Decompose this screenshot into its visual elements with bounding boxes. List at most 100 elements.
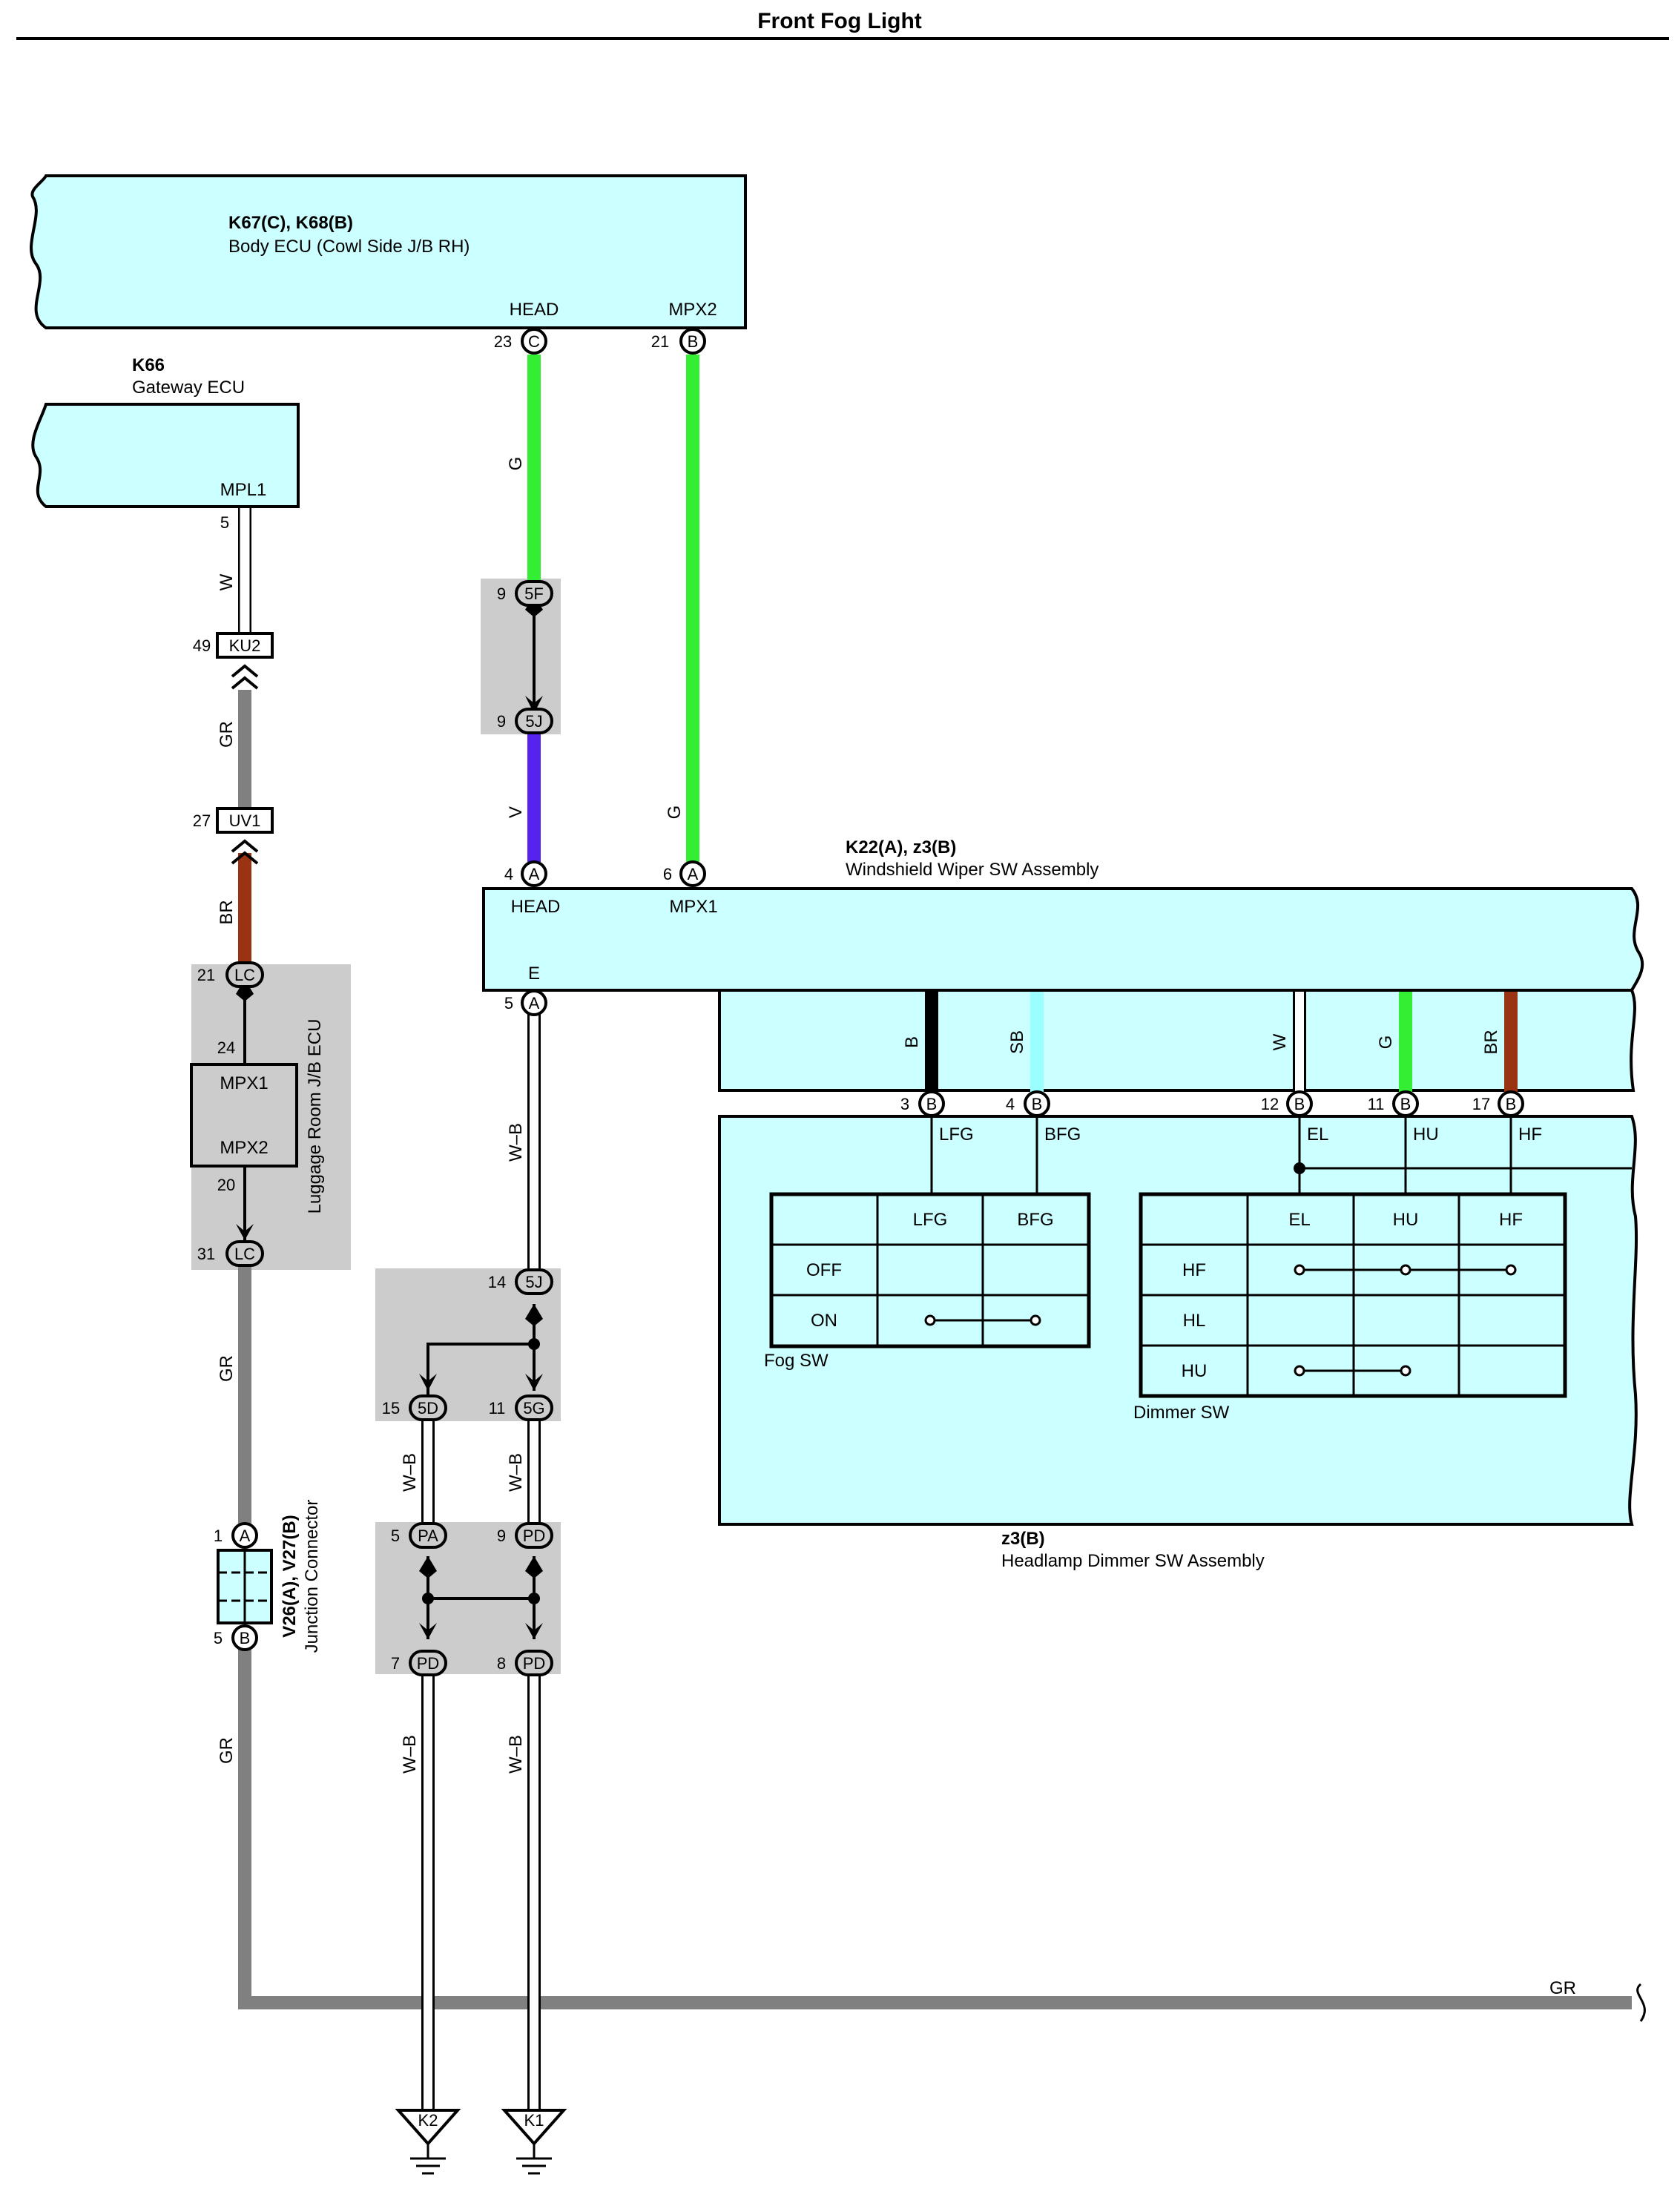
svg-text:C: C [528, 332, 540, 351]
wire-label-w-2: W [1270, 1033, 1290, 1050]
body-ecu-box [30, 174, 747, 329]
connector-pa5: PA 5 [391, 1522, 447, 1549]
svg-text:5: 5 [391, 1527, 400, 1545]
svg-text:K2: K2 [418, 2111, 438, 2130]
svg-text:9: 9 [497, 584, 506, 603]
fog-sw-table [769, 1192, 1091, 1349]
svg-text:A: A [529, 865, 540, 883]
signal-lfg: LFG [939, 1124, 974, 1145]
wire-wb-group [421, 1005, 541, 2110]
connector-ku2: KU2 49 [193, 632, 274, 690]
luggage-jb-pin-24: 24 [217, 1038, 235, 1057]
dimmer-sw-header-hf: HF [1499, 1210, 1523, 1230]
ground-k2: K2 [395, 2109, 461, 2175]
connector-17b: B 17 [1472, 1090, 1524, 1117]
svg-text:PD: PD [523, 1527, 546, 1545]
gateway-ecu-name: Gateway ECU [132, 378, 245, 398]
wire-gr-bottom [238, 1645, 1632, 2009]
junction-connector-name: Junction Connector [302, 1500, 322, 1653]
junction-connector-block [217, 1549, 273, 1624]
dimmer-sw-header-el: EL [1288, 1210, 1310, 1230]
body-ecu-name: Body ECU (Cowl Side J/B RH) [228, 237, 470, 257]
svg-text:B: B [1032, 1095, 1043, 1113]
body-ecu-mpx2-terminal: MPX2 [668, 300, 717, 320]
svg-text:3: 3 [900, 1095, 909, 1113]
svg-text:4: 4 [1006, 1095, 1015, 1113]
svg-text:B: B [1506, 1095, 1517, 1113]
el-junction-dot [1294, 1162, 1305, 1174]
svg-text:23: 23 [494, 332, 512, 351]
svg-text:LC: LC [234, 1245, 255, 1263]
svg-text:5J: 5J [525, 712, 542, 731]
wiper-sw-box [482, 887, 1644, 992]
connector-5d: 5D 15 [382, 1394, 447, 1421]
svg-text:17: 17 [1472, 1095, 1490, 1113]
wire-label-w-1: W [217, 573, 237, 590]
dimmer-sw-hf-contact [1294, 1264, 1517, 1276]
wiper-sw-code: K22(A), z3(B) [846, 837, 956, 857]
wire-label-br-2: BR [1481, 1030, 1501, 1054]
svg-text:LC: LC [234, 966, 255, 984]
wire-label-gr-4: GR [1549, 1978, 1576, 1998]
gateway-ecu-box [31, 403, 300, 508]
svg-text:UV1: UV1 [229, 811, 261, 830]
wire-label-wb-2: W–B [400, 1453, 420, 1492]
dimmer-sw-row-hf: HF [1182, 1260, 1206, 1280]
connector-pd9: PD 9 [497, 1522, 553, 1549]
wiper-sw-name: Windshield Wiper SW Assembly [846, 860, 1098, 880]
signal-el: EL [1307, 1124, 1328, 1145]
wire-label-v: V [506, 806, 526, 818]
luggage-jb-pin-20: 20 [217, 1176, 235, 1194]
luggage-jb-ecu-box [190, 1063, 298, 1168]
svg-text:6: 6 [663, 865, 672, 883]
svg-text:B: B [688, 332, 699, 351]
svg-text:14: 14 [488, 1273, 506, 1291]
signal-bfg: BFG [1044, 1124, 1081, 1145]
dimmer-sw-hu-contact [1294, 1365, 1411, 1377]
wire-label-sb: SB [1007, 1030, 1027, 1054]
dimmer-sw-table [1139, 1192, 1567, 1398]
connector-uv1: UV1 27 [193, 807, 274, 865]
pin-mpl1-5: 5 [220, 513, 229, 532]
signal-hf: HF [1518, 1124, 1542, 1145]
svg-text:B: B [1400, 1095, 1411, 1113]
wiper-head-terminal: HEAD [511, 897, 561, 917]
wire-label-wb-4: W–B [400, 1735, 420, 1774]
svg-text:21: 21 [651, 332, 669, 351]
wire-label-g-3: G [1376, 1035, 1396, 1050]
wire-label-wb-1: W–B [506, 1123, 526, 1162]
svg-text:B: B [240, 1629, 251, 1647]
svg-text:5: 5 [504, 994, 513, 1012]
connector-12b: B 12 [1261, 1090, 1313, 1117]
svg-text:11: 11 [1368, 1095, 1385, 1113]
page-title: Front Fog Light [757, 9, 922, 33]
svg-text:9: 9 [497, 1527, 506, 1545]
svg-text:A: A [529, 994, 540, 1012]
svg-text:5F: 5F [524, 584, 544, 603]
body-ecu-code: K67(C), K68(B) [228, 213, 353, 233]
wire-label-g-2: G [665, 806, 685, 820]
svg-text:5G: 5G [523, 1399, 544, 1417]
svg-text:21: 21 [197, 966, 215, 984]
fog-sw-header-bfg: BFG [1017, 1210, 1053, 1230]
fog-sw-caption: Fog SW [764, 1351, 829, 1371]
connector-junction-1a: A 1 [214, 1522, 258, 1549]
wire-label-b: B [902, 1036, 922, 1048]
dimmer-assy-code: z3(B) [1001, 1529, 1045, 1549]
svg-text:5J: 5J [525, 1273, 542, 1291]
fog-sw-row-off: OFF [806, 1260, 842, 1280]
connector-4b: B 4 [1006, 1090, 1050, 1117]
svg-text:27: 27 [193, 811, 211, 830]
fog-sw-on-contact [924, 1314, 1041, 1326]
connector-pd7: PD 7 [391, 1650, 447, 1676]
connector-11b: B 11 [1368, 1090, 1419, 1117]
connector-5g: 5G 11 [489, 1394, 553, 1421]
luggage-jb-mpx2: MPX2 [220, 1138, 268, 1158]
svg-text:15: 15 [382, 1399, 400, 1417]
wire-label-g-1: G [506, 457, 526, 471]
svg-text:9: 9 [497, 712, 506, 731]
dimmer-assy-name: Headlamp Dimmer SW Assembly [1001, 1551, 1265, 1571]
connector-4a: A 4 [504, 860, 547, 887]
svg-text:4: 4 [504, 865, 513, 883]
wire-label-wb-5: W–B [506, 1735, 526, 1774]
